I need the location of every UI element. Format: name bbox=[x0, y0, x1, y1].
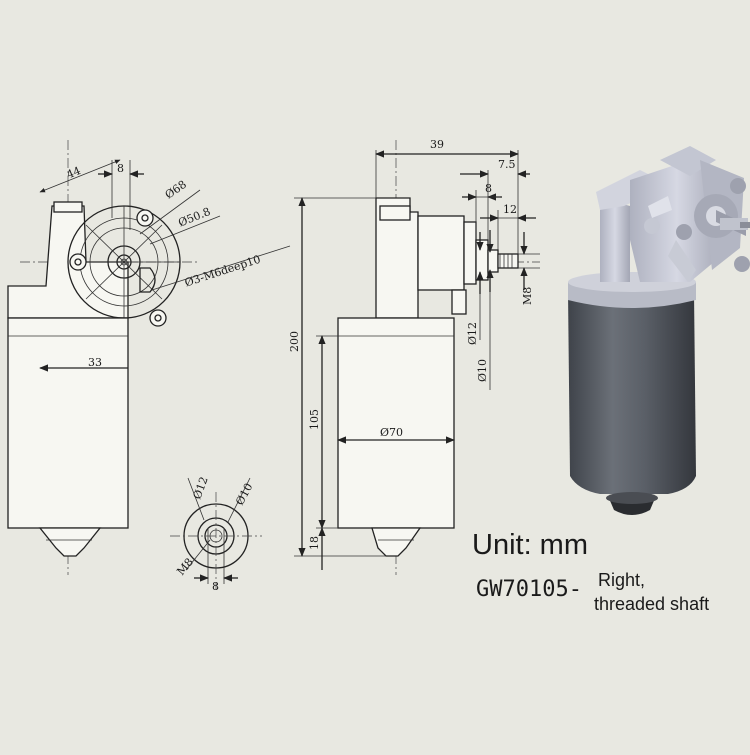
dim-dia68: Ø68 bbox=[163, 178, 189, 202]
motor-render bbox=[568, 146, 750, 515]
side-view: 39 7.5 8 12 M8 Ø12 Ø10 200 105 bbox=[288, 138, 540, 575]
dim-18: 18 bbox=[308, 536, 321, 550]
dim-dia10-side: Ø10 bbox=[476, 359, 489, 382]
dim-dia70: Ø70 bbox=[380, 426, 403, 439]
dim-8-side: 8 bbox=[485, 182, 492, 195]
dim-dia10-end: Ø10 bbox=[233, 481, 255, 507]
dim-44: 44 bbox=[65, 164, 83, 181]
dim-7-5: 7.5 bbox=[498, 158, 516, 171]
dim-dia12-end: Ø12 bbox=[191, 475, 211, 501]
dim-200: 200 bbox=[288, 331, 301, 352]
model-label: GW70105- bbox=[476, 577, 582, 602]
description-line-1: Right, bbox=[598, 570, 645, 590]
description-line-2: threaded shaft bbox=[594, 594, 709, 614]
dim-dia12-side: Ø12 bbox=[466, 322, 479, 345]
dim-105: 105 bbox=[308, 409, 321, 430]
dim-12: 12 bbox=[503, 203, 517, 216]
unit-label: Unit: mm bbox=[472, 529, 588, 561]
front-view: 33 44 8 Ø68 Ø50.8 Ø3-M6deep10 bbox=[7, 140, 291, 575]
dim-39: 39 bbox=[430, 138, 444, 151]
dim-mounting-holes: Ø3-M6deep10 bbox=[183, 253, 262, 290]
dim-33: 33 bbox=[88, 356, 102, 369]
dim-8-end: 8 bbox=[212, 580, 219, 593]
shaft-end-view: Ø12 Ø10 M8 8 bbox=[170, 475, 262, 593]
dim-m8-side: M8 bbox=[521, 287, 534, 305]
dim-8-front: 8 bbox=[117, 162, 124, 175]
